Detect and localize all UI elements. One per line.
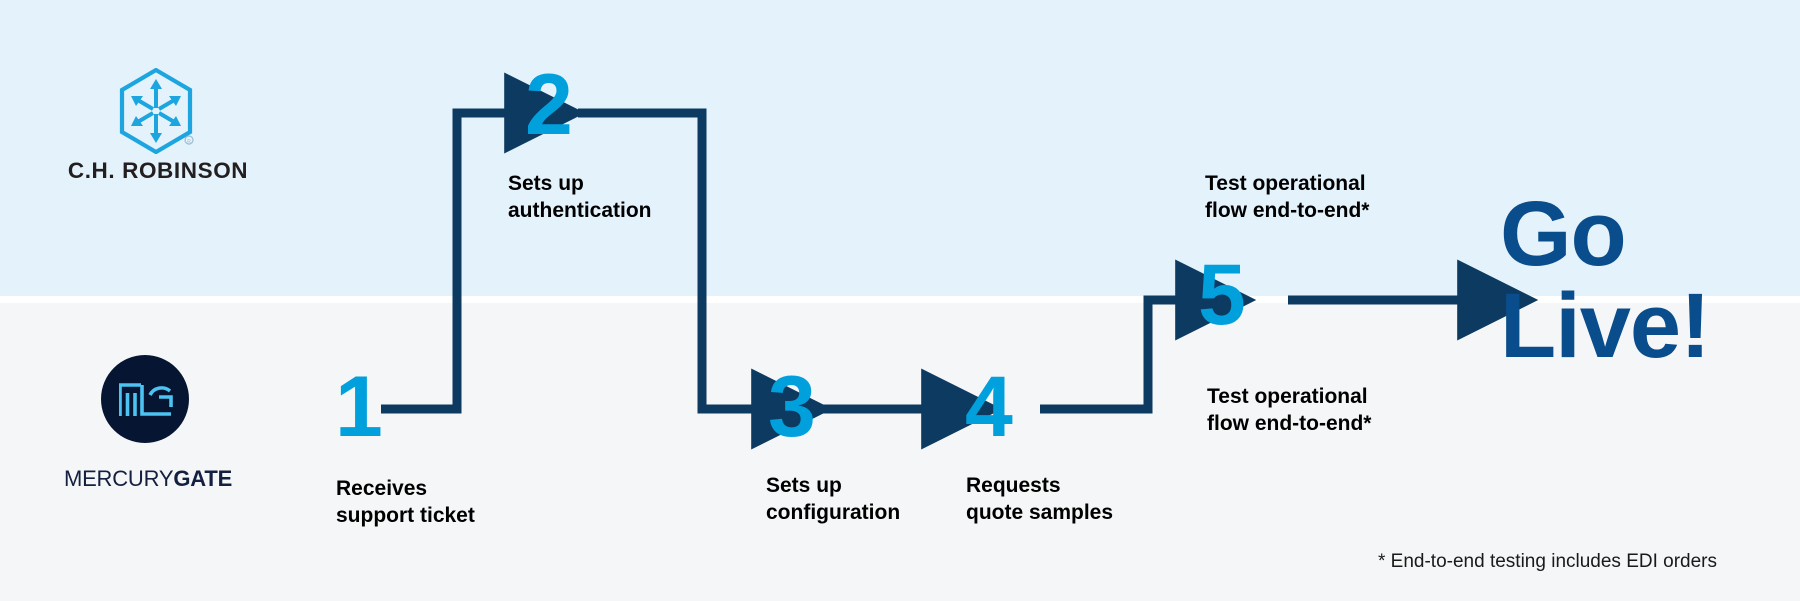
ch-robinson-wordmark: C.H. ROBINSON xyxy=(67,158,249,183)
mercurygate-wordmark-light: MERCURY xyxy=(63,466,174,491)
step-label-3: Sets up configuration xyxy=(766,474,901,524)
step-number-2: 2 xyxy=(525,57,573,153)
step-number-1: 1 xyxy=(335,359,383,455)
lane-divider xyxy=(0,296,1800,303)
step-label-5-top: Test operational flow end-to-end* xyxy=(1205,172,1370,222)
step-label-4: Requests quote samples xyxy=(966,474,1114,524)
footnote-text: * End-to-end testing includes EDI orders xyxy=(1378,551,1718,572)
step-label-1: Receives support ticket xyxy=(336,477,475,527)
step-number-4: 4 xyxy=(965,359,1013,455)
mercurygate-mg-monogram-icon xyxy=(101,355,189,443)
step-label-2: Sets up authentication xyxy=(508,172,652,222)
ch-robinson-cube-icon: R xyxy=(118,67,194,155)
svg-text:R: R xyxy=(187,139,191,145)
go-live-callout: Go Live! xyxy=(1500,183,1711,377)
step-label-5-bottom: Test operational flow end-to-end* xyxy=(1207,385,1372,435)
step-number-5: 5 xyxy=(1198,247,1246,343)
mercurygate-wordmark: MERCURYGATE xyxy=(38,466,258,492)
top-lane-band xyxy=(0,0,1800,296)
mercurygate-wordmark-bold: GATE xyxy=(173,466,233,491)
bottom-lane-band xyxy=(0,303,1800,601)
step-number-3: 3 xyxy=(768,359,816,455)
